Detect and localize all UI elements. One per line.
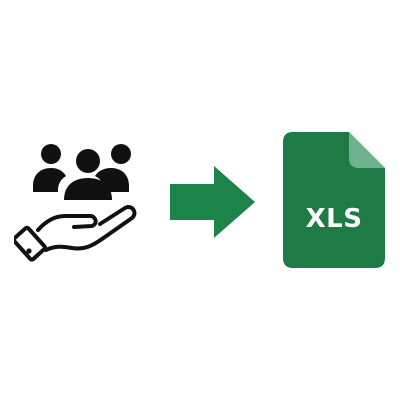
arrow-right-icon	[170, 166, 255, 238]
xls-file-icon	[283, 132, 385, 268]
people-in-hand-icon	[14, 144, 137, 262]
file-type-label: XLS	[305, 204, 363, 234]
